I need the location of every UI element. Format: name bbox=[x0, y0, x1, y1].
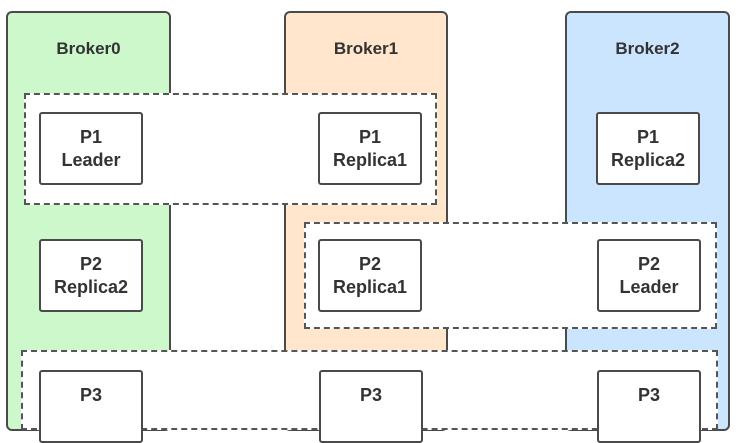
partition-id: P3 bbox=[79, 385, 103, 405]
partition-p1-replica1: P1 Replica1 bbox=[318, 112, 422, 185]
partition-role: Replica2 bbox=[610, 149, 686, 170]
partition-id: P2 bbox=[79, 253, 103, 274]
partition-role: Leader bbox=[61, 149, 121, 170]
partition-id: P2 bbox=[637, 253, 661, 274]
partition-p3-broker2: P3 bbox=[597, 370, 701, 443]
partition-id: P3 bbox=[637, 385, 661, 405]
partition-id: P1 bbox=[636, 126, 660, 147]
partition-p3-broker0: P3 bbox=[39, 370, 143, 443]
partition-p2-replica2: P2 Replica2 bbox=[39, 239, 143, 312]
partition-id: P1 bbox=[358, 126, 382, 147]
partition-role: Replica1 bbox=[332, 149, 408, 170]
partition-id: P3 bbox=[359, 385, 383, 405]
partition-id: P1 bbox=[79, 126, 103, 147]
partition-id: P2 bbox=[358, 253, 382, 274]
broker1-title: Broker1 bbox=[333, 39, 399, 58]
partition-p1-leader: P1 Leader bbox=[39, 112, 143, 185]
partition-p3-broker1: P3 bbox=[319, 370, 423, 443]
partition-p2-leader: P2 Leader bbox=[597, 239, 701, 312]
partition-p2-replica1: P2 Replica1 bbox=[318, 239, 422, 312]
partition-p1-replica2: P1 Replica2 bbox=[596, 112, 700, 185]
partition-role: Replica2 bbox=[53, 276, 129, 297]
partition-role: Replica1 bbox=[332, 276, 408, 297]
broker2-title: Broker2 bbox=[615, 39, 680, 58]
broker0-title: Broker0 bbox=[56, 39, 121, 58]
partition-role: Leader bbox=[619, 276, 679, 297]
